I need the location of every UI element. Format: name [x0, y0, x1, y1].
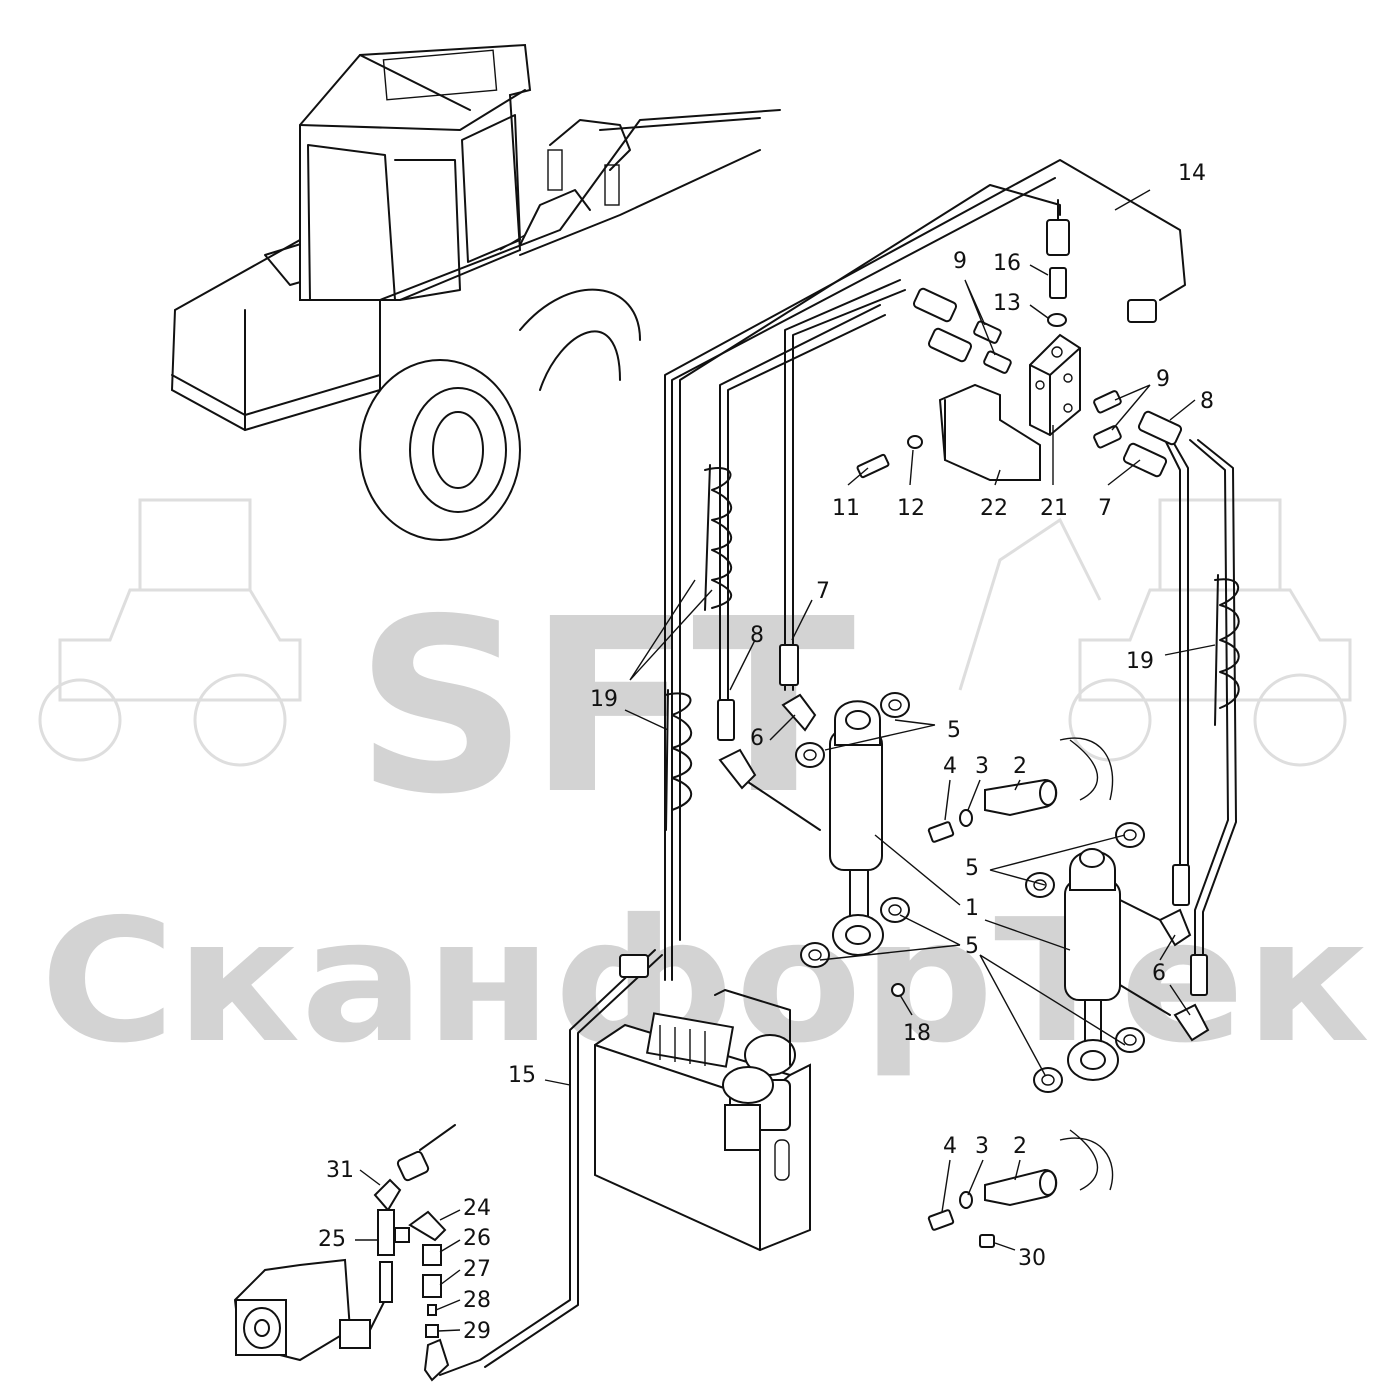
callout-19: 19 — [590, 687, 618, 712]
callout-30: 30 — [1018, 1246, 1046, 1271]
watermark-tractor-left — [38, 498, 302, 767]
hose-lines — [439, 159, 1237, 1376]
hydraulic-cylinder-right — [1064, 848, 1121, 1081]
callout-18: 18 — [903, 1021, 931, 1046]
callout-6: 6 — [750, 726, 764, 751]
callout-8: 8 — [750, 623, 764, 648]
callout-27: 27 — [463, 1257, 491, 1282]
hydraulic-power-unit — [594, 989, 811, 1252]
leader-lines — [355, 189, 1216, 1332]
callout-11: 11 — [832, 496, 860, 521]
pump-fittings — [373, 1124, 456, 1382]
callout-9: 9 — [1156, 367, 1170, 392]
callout-16: 16 — [993, 251, 1021, 276]
callout-28: 28 — [463, 1288, 491, 1313]
callout-5: 5 — [965, 934, 979, 959]
callout-6: 6 — [1152, 961, 1166, 986]
callout-9: 9 — [953, 249, 967, 274]
callout-21: 21 — [1040, 496, 1068, 521]
callout-7: 7 — [1098, 496, 1112, 521]
callout-7: 7 — [816, 579, 830, 604]
pins-and-bolts — [927, 737, 1114, 1248]
callout-labels: 14 16 13 9 9 8 11 12 22 21 7 7 8 19 19 6… — [318, 161, 1214, 1344]
callout-3: 3 — [975, 1134, 989, 1159]
callout-19: 19 — [1126, 649, 1154, 674]
sensor-plug — [1127, 299, 1157, 323]
callout-4: 4 — [943, 1134, 957, 1159]
forestry-machine-illustration — [170, 43, 781, 541]
watermark-tractor-right — [958, 498, 1352, 767]
callout-31: 31 — [326, 1158, 354, 1183]
callout-3: 3 — [975, 754, 989, 779]
callout-5: 5 — [947, 718, 961, 743]
fittings — [619, 199, 1183, 978]
pump-assembly — [233, 1258, 393, 1362]
callout-4: 4 — [943, 754, 957, 779]
callout-1: 1 — [965, 896, 979, 921]
callout-12: 12 — [897, 496, 925, 521]
callout-14: 14 — [1178, 161, 1206, 186]
hydraulic-cylinder-left — [829, 700, 884, 956]
sensor-plug — [619, 954, 649, 978]
mounting-bracket — [938, 383, 1041, 481]
callout-22: 22 — [980, 496, 1008, 521]
watermark-logo: SFT — [355, 567, 856, 847]
callout-2: 2 — [1013, 1134, 1027, 1159]
callout-5: 5 — [965, 856, 979, 881]
hose-ends — [717, 644, 1210, 1042]
washers — [795, 692, 1145, 1093]
callout-13: 13 — [993, 291, 1021, 316]
callout-24: 24 — [463, 1196, 491, 1221]
callout-25: 25 — [318, 1227, 346, 1252]
spiral-hose-guard — [664, 464, 1240, 831]
callout-26: 26 — [463, 1226, 491, 1251]
watermark: SFT СканфорТек — [38, 498, 1370, 1081]
callout-2: 2 — [1013, 754, 1027, 779]
callout-8: 8 — [1200, 389, 1214, 414]
valve-block — [1029, 333, 1081, 437]
callout-15: 15 — [508, 1063, 536, 1088]
callout-29: 29 — [463, 1319, 491, 1344]
